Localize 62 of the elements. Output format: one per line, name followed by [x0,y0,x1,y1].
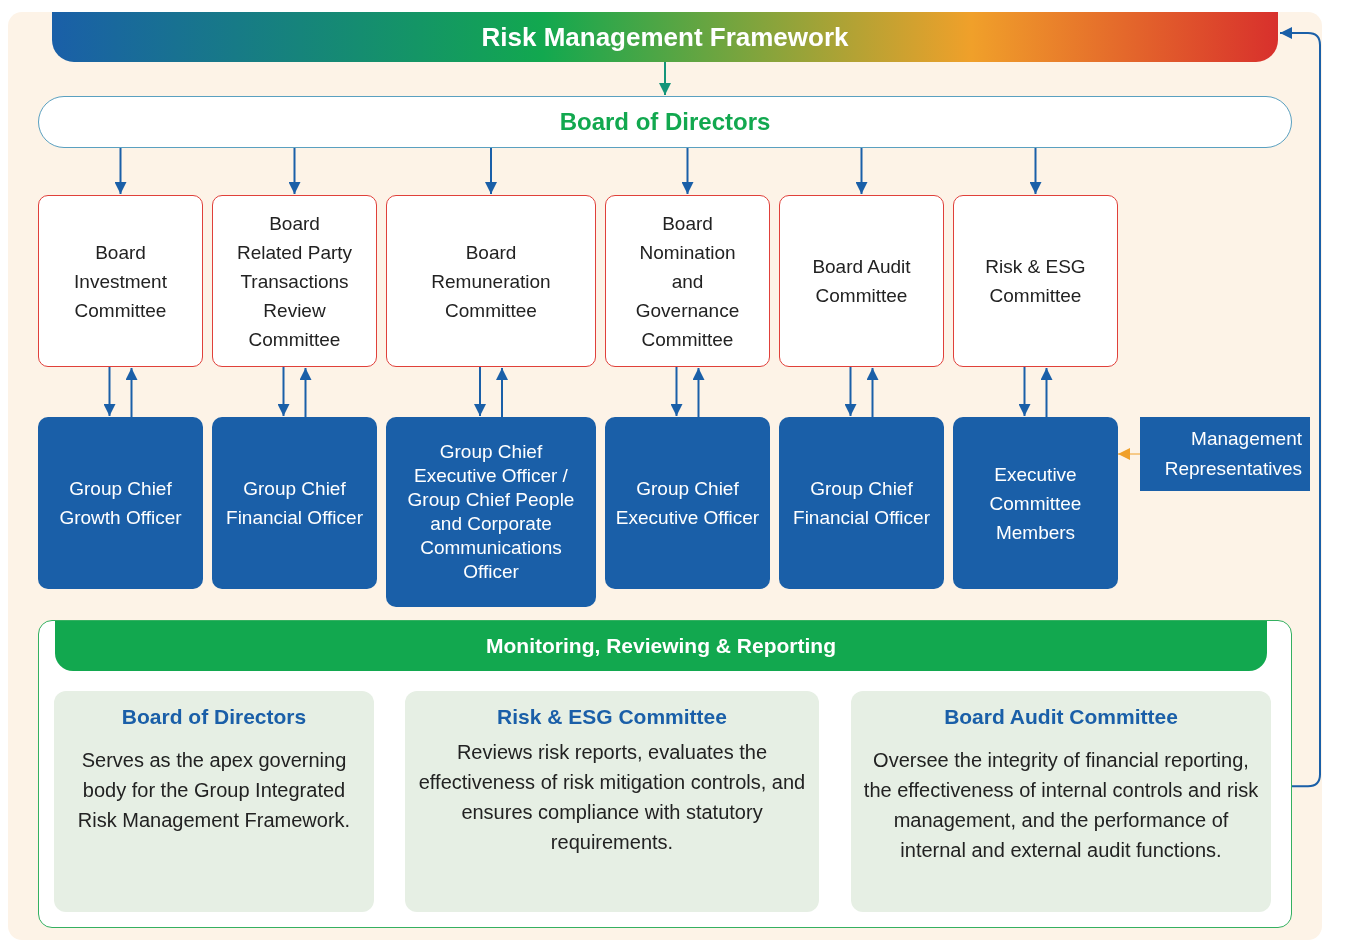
officer-title: Group Chief Financial Officer [792,477,931,530]
title-banner [52,12,1278,62]
card-text: Reviews risk reports, evaluates the effectiveness of risk mitigation controls, and ensures compliance with statutory requirements. [417,740,807,855]
arrow [844,366,857,417]
arrow [866,367,879,418]
committee-box [38,195,203,367]
committee-name: Board Remuneration Committee [430,240,552,323]
arrow [288,147,301,195]
arrow [670,366,683,417]
management-box [1140,417,1310,491]
panel-title: Monitoring, Reviewing & Reporting [486,634,836,658]
arrow [1279,27,1321,788]
arrow [299,367,312,418]
arrow [496,367,508,418]
committee-box [779,195,944,367]
board-title: Board of Directors [559,108,771,136]
committee-box [605,195,770,367]
card-heading: Board of Directors [121,705,307,729]
arrow [114,147,127,195]
arrow [659,61,671,96]
officer-title: Executive Committee Members [988,462,1083,545]
committee-name: Risk & ESG Committee [984,255,1087,308]
arrow [485,147,497,195]
card-text: Serves as the apex governing body for the Group Integrated Risk Management Framework. [76,748,352,833]
officer-box [953,417,1118,589]
committee-box [212,195,377,367]
arrow [1040,367,1053,418]
arrow [1117,448,1141,460]
arrow [277,366,290,417]
card-heading: Risk & ESG Committee [497,705,727,729]
banner-title: Risk Management Framework [481,21,849,53]
monitoring-panel [38,620,1292,928]
officer-title: Group Chief Executive Officer / Group Chief People and Corporate Communications Officer [406,440,576,584]
officer-title: Group Chief Executive Officer [615,477,760,530]
card-text: Oversee the integrity of financial reporting, the effectiveness of internal controls and risk management, and the performance of internal and external audit functions. [863,748,1259,863]
arrow [474,366,486,417]
management-label: Management Representatives [1163,427,1302,481]
committee-name: Board Nomination and Governance Committee [634,211,741,352]
arrow [1029,147,1042,195]
committee-name: Board Audit Committee [811,255,912,308]
officer-box [605,417,770,589]
officer-box [212,417,377,589]
committee-box [386,195,596,367]
officer-box [779,417,944,589]
arrow [1018,366,1031,417]
officer-box [38,417,203,589]
committee-box [953,195,1118,367]
card-heading: Board Audit Committee [944,705,1178,729]
officer-box [386,417,596,607]
arrow [692,367,705,418]
info-card [851,691,1271,912]
officer-title: Group Chief Growth Officer [58,477,183,530]
info-card [405,691,819,912]
info-card [54,691,374,912]
arrow [103,366,116,417]
board-pill [38,96,1292,148]
committee-name: Board Investment Committee [73,240,168,323]
committee-name: Board Related Party Transactions Review Committee [235,211,354,352]
arrow [681,147,694,195]
arrow [855,147,868,195]
officer-title: Group Chief Financial Officer [225,477,364,530]
arrow [125,367,138,418]
